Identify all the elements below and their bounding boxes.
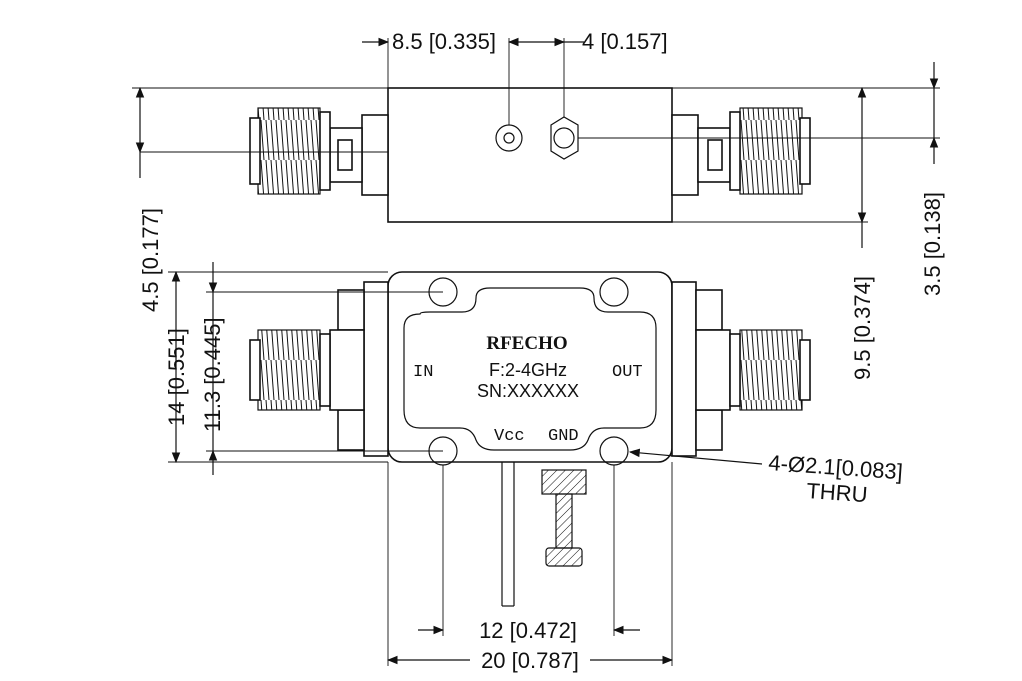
dim-bottom-20: 20 [0.787] [481,648,579,673]
dim-top-8-5: 8.5 [0.335] [392,29,496,54]
side-left-connector [249,107,389,196]
dim-bottom-12: 12 [0.472] [479,618,577,643]
port-in-label: IN [413,363,433,382]
brand-label: RFECHO [486,333,567,354]
dim-side-4-5: 4.5 [0.177] [138,208,163,312]
port-out-label: OUT [612,363,643,382]
side-right-connector [671,107,811,196]
pin-vcc-label: Vcc [494,427,525,446]
dim-side-11-3: 11.3 [0.445] [200,317,225,432]
vcc-pin [501,462,515,607]
plan-left-connector [249,281,389,457]
side-view-body [387,87,673,223]
dim-side-14: 14 [0.551] [164,328,189,426]
side-view [132,38,940,223]
pin-gnd-label: GND [548,427,579,446]
hole-thru-label: THRU [806,478,869,507]
plan-right-connector [671,281,811,457]
gnd-terminal [541,469,587,567]
frequency-label: F:2-4GHz [489,360,567,380]
dim-height-9-5: 9.5 [0.374] [850,276,875,380]
serial-label: SN:XXXXXX [477,381,579,401]
dim-top-4: 4 [0.157] [582,29,668,54]
dim-height-3-5: 3.5 [0.138] [920,192,945,296]
plan-cover-outline [403,287,657,451]
mount-hole-top-right [599,277,629,307]
plan-view [249,271,811,607]
